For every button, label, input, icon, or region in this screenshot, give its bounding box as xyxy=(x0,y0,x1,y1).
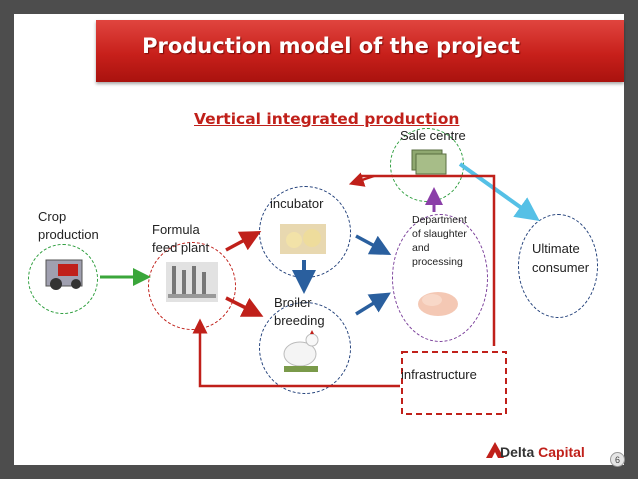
frame-bottom xyxy=(0,465,638,479)
arrow-infra-to-feed xyxy=(192,318,400,388)
label-incubator: incubator xyxy=(270,196,324,211)
frame-right xyxy=(624,0,638,479)
money-icon xyxy=(411,149,447,175)
node-broiler-circle xyxy=(259,302,351,394)
frame-top xyxy=(0,0,638,14)
brand-name-part-a: Delta xyxy=(500,444,535,460)
label-feed-line1: Formula xyxy=(152,222,200,237)
feed-plant-icon xyxy=(166,262,218,302)
label-slaughter-line3: and xyxy=(412,242,430,254)
chicks-icon xyxy=(280,224,326,254)
label-slaughter-line2: of slaughter xyxy=(412,228,467,240)
slide: Production model of the project Vertical… xyxy=(14,14,624,465)
slide-subtitle: Vertical integrated production xyxy=(194,110,460,128)
diagram-arrows-layer xyxy=(45,149,540,458)
infrastructure-box xyxy=(401,351,507,415)
label-sale-centre: Sale centre xyxy=(400,128,466,143)
arrow-incubator-to-slaughter xyxy=(355,234,392,255)
chicken-icon xyxy=(283,330,319,372)
meat-icon xyxy=(418,292,458,316)
arrow-broiler-to-slaughter xyxy=(355,292,391,316)
label-broiler-line1: Broiler xyxy=(274,295,312,310)
slide-title: Production model of the project xyxy=(142,34,520,58)
page-number: 6 xyxy=(610,452,625,467)
frame-left xyxy=(0,0,14,479)
node-slaughter-circle xyxy=(392,214,488,342)
brand-name-part-b: Capital xyxy=(538,444,585,460)
node-consumer-circle xyxy=(518,214,598,318)
arrow-feed-to-broiler xyxy=(225,296,264,317)
node-feed-circle xyxy=(148,242,236,330)
label-consumer-line2: consumer xyxy=(532,260,590,275)
delta-logo-icon xyxy=(486,442,504,458)
label-crop-line2: production xyxy=(38,227,99,242)
label-broiler-line2: breeding xyxy=(274,313,325,328)
label-slaughter-line1: Department xyxy=(412,214,467,226)
tractor-icon xyxy=(45,259,83,290)
label-crop-line1: Crop xyxy=(38,209,67,224)
brand-name: Delta Capital xyxy=(500,444,585,460)
label-infrastructure: infrastructure xyxy=(401,367,477,382)
title-bar: Production model of the project xyxy=(96,20,624,82)
label-feed-line2: feed plant xyxy=(152,240,210,255)
label-slaughter-line4: processing xyxy=(412,256,463,268)
node-crop-circle xyxy=(28,244,98,314)
arrow-infra-to-incubator-head xyxy=(348,172,375,187)
label-consumer-line1: Ultimate xyxy=(532,241,580,256)
arrow-feed-to-incubator xyxy=(225,231,262,252)
